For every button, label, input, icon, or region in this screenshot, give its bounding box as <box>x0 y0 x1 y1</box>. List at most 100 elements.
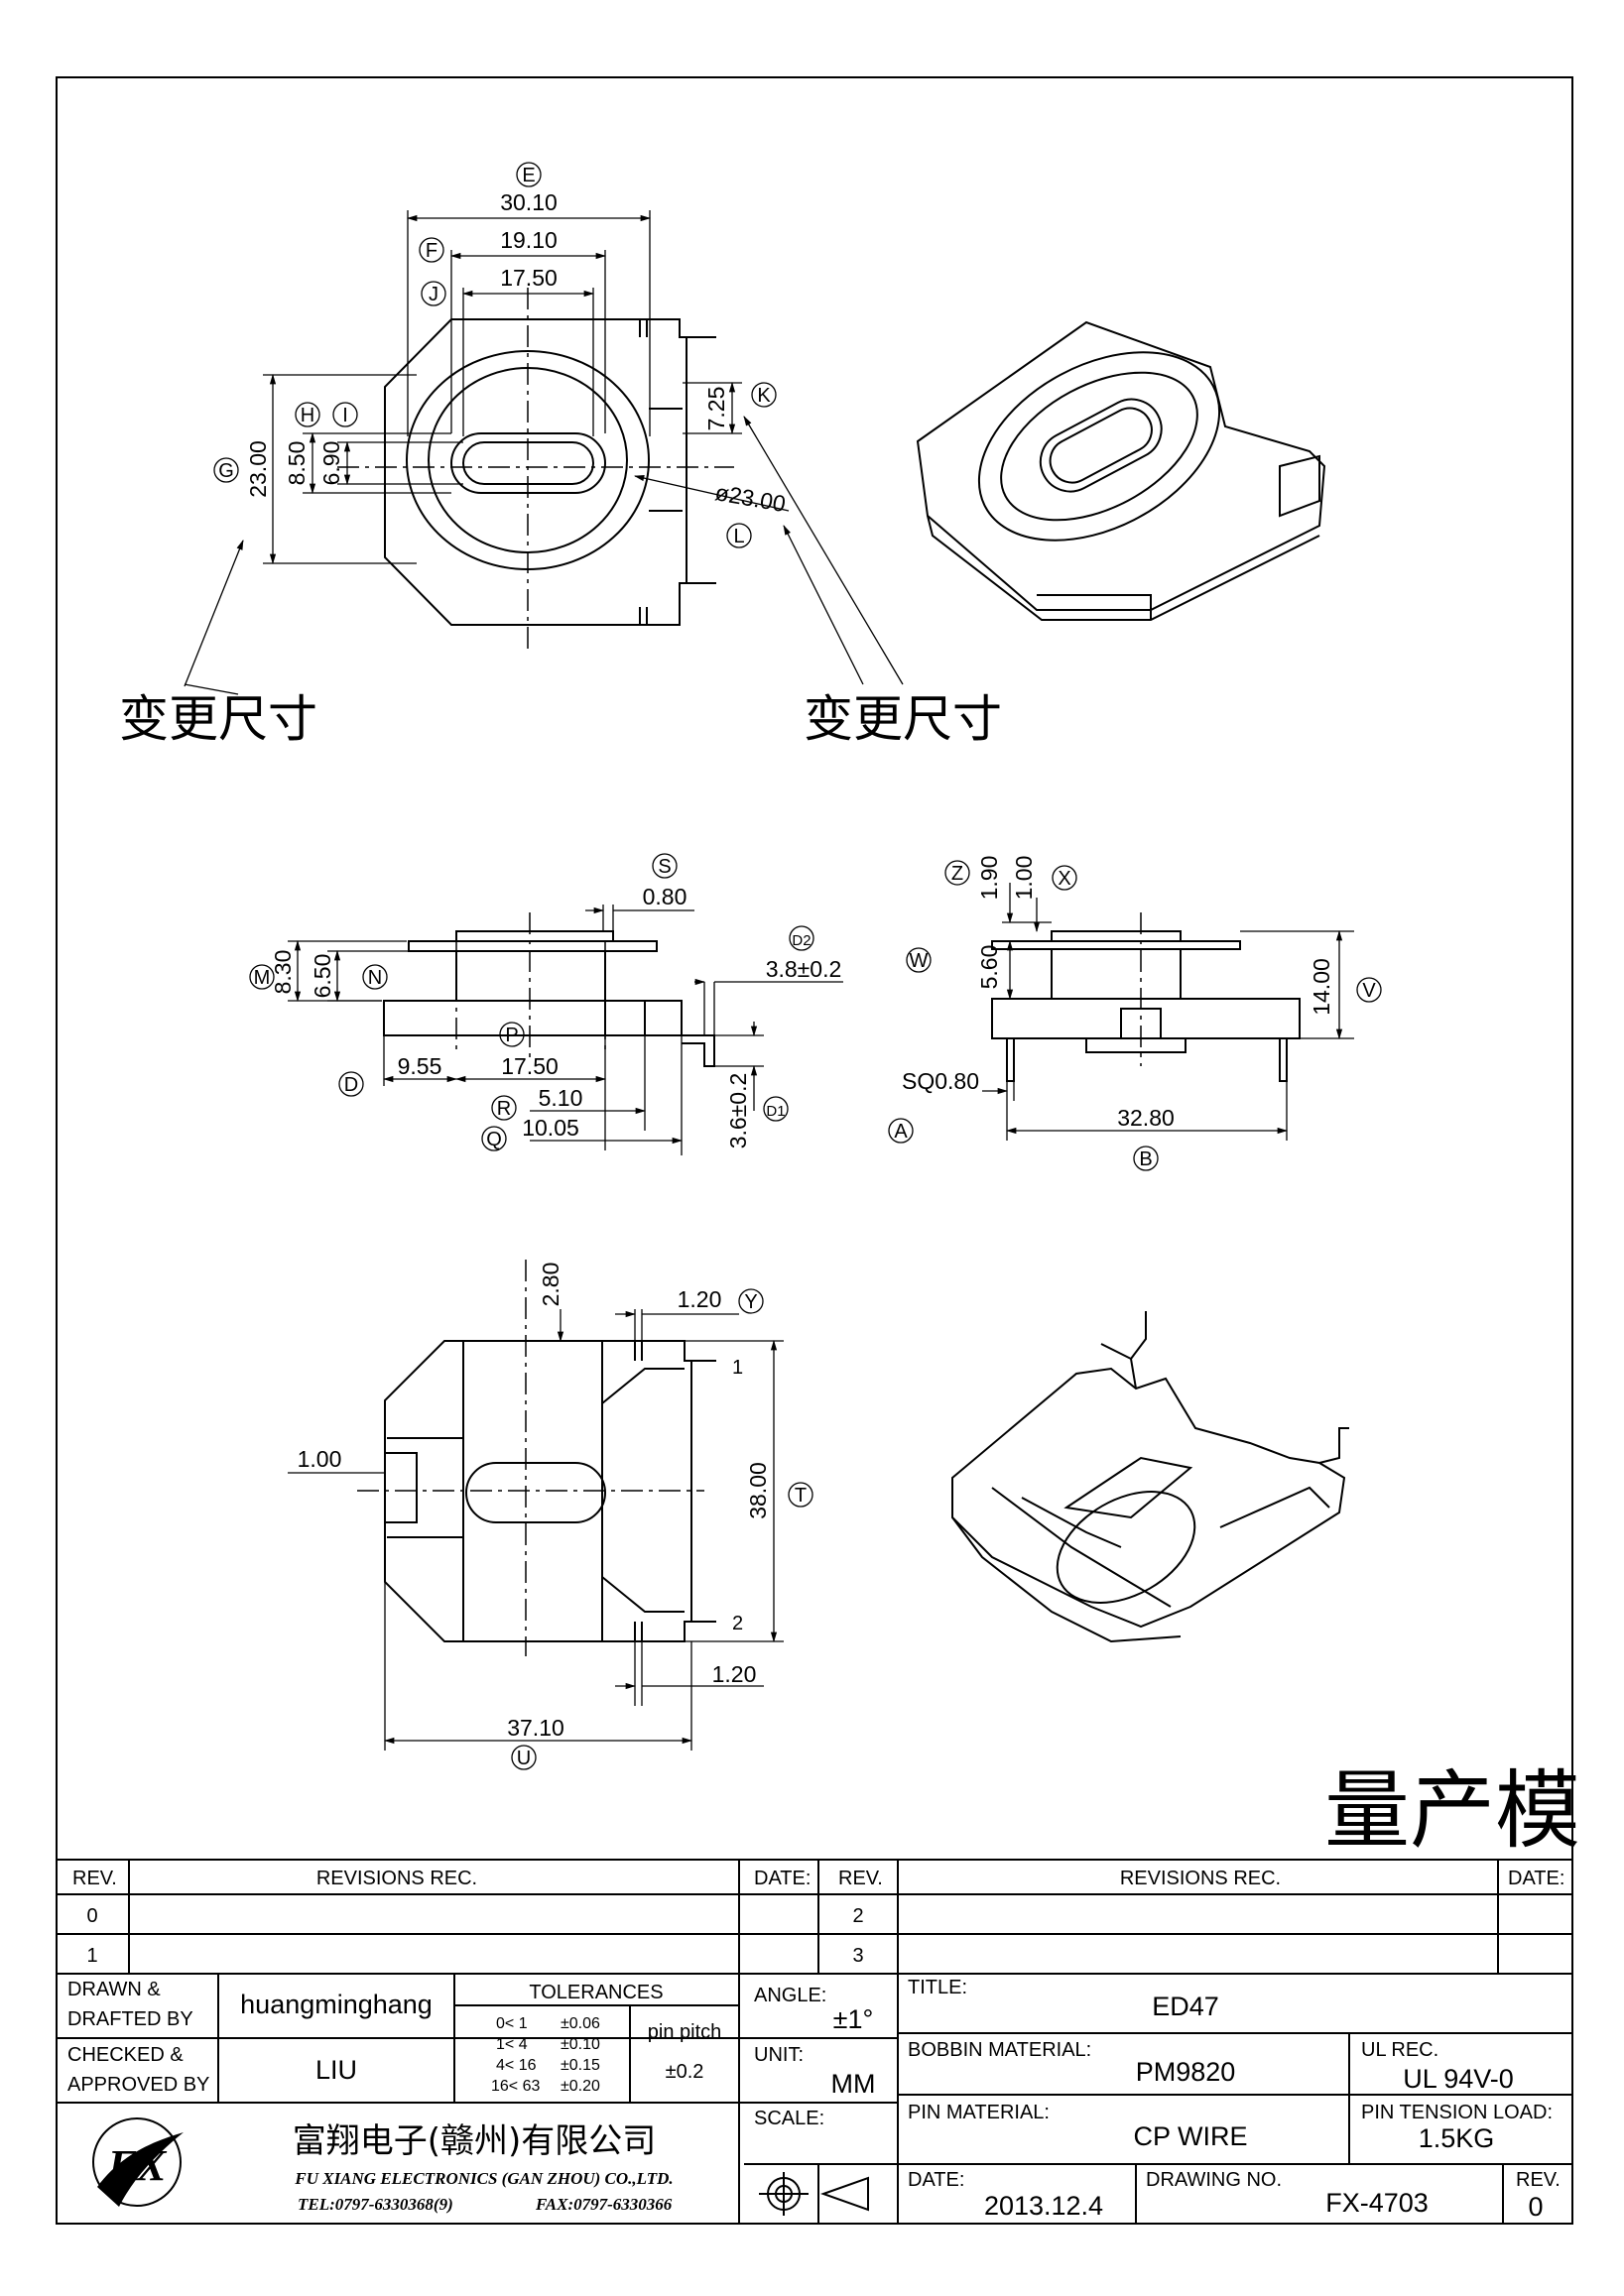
dim-w-value: 5.60 <box>976 945 1002 990</box>
dim-a-value: SQ0.80 <box>902 1068 979 1094</box>
dim-bottom-right-value: 1.20 <box>712 1661 757 1687</box>
bubble-t: T <box>795 1485 807 1507</box>
checked-by-value: LIU <box>315 2055 357 2085</box>
bubble-q: Q <box>486 1129 502 1150</box>
tol-value-1: ±0.10 <box>561 2036 600 2053</box>
tolerance-rows: 0< 1 ±0.06 1< 4 ±0.10 4< 16 ±0.15 16< 63… <box>491 2015 600 2095</box>
dim-z-value: 1.90 <box>976 856 1002 901</box>
side-view-letters: S D2 M N P D R Q D1 <box>254 856 812 1150</box>
bubble-x: X <box>1058 868 1070 890</box>
bobbin-material-value: PM9820 <box>1136 2057 1236 2087</box>
bubble-d: D <box>344 1074 358 1096</box>
company-name-en: FU XIANG ELECTRONICS (GAN ZHOU) CO.,LTD. <box>294 2169 673 2188</box>
iso-view-top <box>916 320 1326 621</box>
title-block-grid <box>57 1859 1572 2224</box>
tol-range-3: 16< 63 <box>491 2078 540 2095</box>
angle-label: ANGLE: <box>754 1985 826 2006</box>
dim-y-value: 1.20 <box>678 1286 722 1312</box>
dim-k-value: 7.25 <box>703 387 729 431</box>
change-note-left: 变更尺寸 <box>119 690 317 748</box>
side-view <box>383 930 715 1067</box>
ul-rec-label: UL REC. <box>1361 2039 1438 2061</box>
pin-material-value: CP WIRE <box>1133 2121 1247 2151</box>
bottom-view-centerlines <box>357 1260 704 1656</box>
dim-j-value: 17.50 <box>500 265 558 291</box>
drawn-label-line2: DRAFTED BY <box>67 2008 193 2030</box>
dim-bottom-top-value: 2.80 <box>538 1263 563 1307</box>
company-fax: FAX:0797-6330366 <box>535 2195 673 2214</box>
bubble-r: R <box>497 1098 511 1120</box>
dim-e-value: 30.10 <box>500 189 558 215</box>
bubble-j: J <box>429 284 438 305</box>
dim-v-value: 14.00 <box>1309 958 1334 1016</box>
bottom-view-dim-text: 2.80 1.20 1.00 38.00 1.20 37.10 1 2 <box>298 1263 771 1741</box>
drawn-label-line1: DRAWN & <box>67 1979 161 2000</box>
front-view-letter-bubbles <box>888 860 1382 1171</box>
bubble-u: U <box>517 1748 531 1769</box>
dim-p-value: 17.50 <box>501 1053 559 1079</box>
angle-value: ±1° <box>833 2004 874 2034</box>
bubble-w: W <box>910 950 929 972</box>
dim-n-value: 6.50 <box>310 954 335 999</box>
date-header-left: DATE: <box>754 1868 811 1889</box>
pin-tension-value: 1.5KG <box>1419 2123 1495 2153</box>
bubble-z: Z <box>951 863 963 885</box>
top-view-centerlines <box>337 288 734 655</box>
pin-tension-label: PIN TENSION LOAD: <box>1361 2102 1553 2123</box>
company-tel: TEL:0797-6330368(9) <box>298 2195 453 2214</box>
front-view-letters: Z X W V A B <box>894 863 1376 1170</box>
dim-f-value: 19.10 <box>500 227 558 253</box>
bubble-b: B <box>1139 1148 1152 1170</box>
date-label: DATE: <box>908 2169 964 2191</box>
tol-range-0: 0< 1 <box>496 2015 528 2032</box>
front-view-dimensions <box>982 883 1354 1141</box>
bubble-v: V <box>1362 980 1376 1002</box>
dim-s-value: 0.80 <box>643 884 687 909</box>
bubble-d1: D1 <box>766 1103 785 1120</box>
rev-value: 0 <box>1528 2192 1543 2222</box>
pin-material-label: PIN MATERIAL: <box>908 2102 1050 2123</box>
tol-value-3: ±0.20 <box>561 2078 600 2095</box>
rev-label: REV. <box>1516 2169 1561 2191</box>
tol-value-2: ±0.15 <box>561 2057 600 2074</box>
bottom-view-dimensions <box>288 1309 784 1751</box>
checked-label-line2: APPROVED BY <box>67 2074 209 2096</box>
tol-range-1: 1< 4 <box>496 2036 528 2053</box>
dim-d-value: 9.55 <box>398 1053 442 1079</box>
bubble-e: E <box>522 165 535 186</box>
rev-row-0: 0 <box>86 1905 97 1927</box>
top-view <box>384 318 716 626</box>
title-label: TITLE: <box>908 1977 967 1998</box>
bobbin-material-label: BOBBIN MATERIAL: <box>908 2039 1091 2061</box>
change-note-right: 变更尺寸 <box>804 690 1002 748</box>
front-view <box>991 930 1301 1082</box>
bubble-h: H <box>301 405 314 426</box>
tol-value-0: ±0.06 <box>561 2015 600 2032</box>
dim-r-value: 5.10 <box>539 1085 583 1111</box>
side-view-dimensions <box>288 905 843 1155</box>
bottom-view <box>384 1340 716 1642</box>
dim-d1-value: 3.6±0.2 <box>725 1073 751 1149</box>
dim-b-value: 32.80 <box>1117 1105 1175 1131</box>
dim-q-value: 10.05 <box>522 1115 579 1141</box>
rev-row-2: 2 <box>852 1905 863 1927</box>
bubble-f: F <box>426 240 437 262</box>
bubble-d2: D2 <box>792 932 811 949</box>
bubble-g: G <box>218 460 234 482</box>
bottom-view-letter-bubbles <box>511 1288 813 1770</box>
top-view-letter-bubbles <box>213 162 777 548</box>
bubble-m: M <box>254 967 271 989</box>
title-value: ED47 <box>1152 1992 1219 2021</box>
drawn-by-value: huangminghang <box>240 1990 433 2019</box>
rev-row-1: 1 <box>86 1945 97 1967</box>
rev-header-left: REV. <box>72 1868 117 1889</box>
checked-label-line1: CHECKED & <box>67 2044 184 2066</box>
revisions-header-left: REVISIONS REC. <box>316 1868 477 1889</box>
company-name-cn: 富翔电子(赣州)有限公司 <box>293 2121 657 2161</box>
dim-x-value: 1.00 <box>1011 856 1037 901</box>
rev-row-3: 3 <box>852 1945 863 1967</box>
bubble-s: S <box>658 856 671 878</box>
rev-header-right: REV. <box>838 1868 883 1889</box>
revisions-header-right: REVISIONS REC. <box>1120 1868 1281 1889</box>
